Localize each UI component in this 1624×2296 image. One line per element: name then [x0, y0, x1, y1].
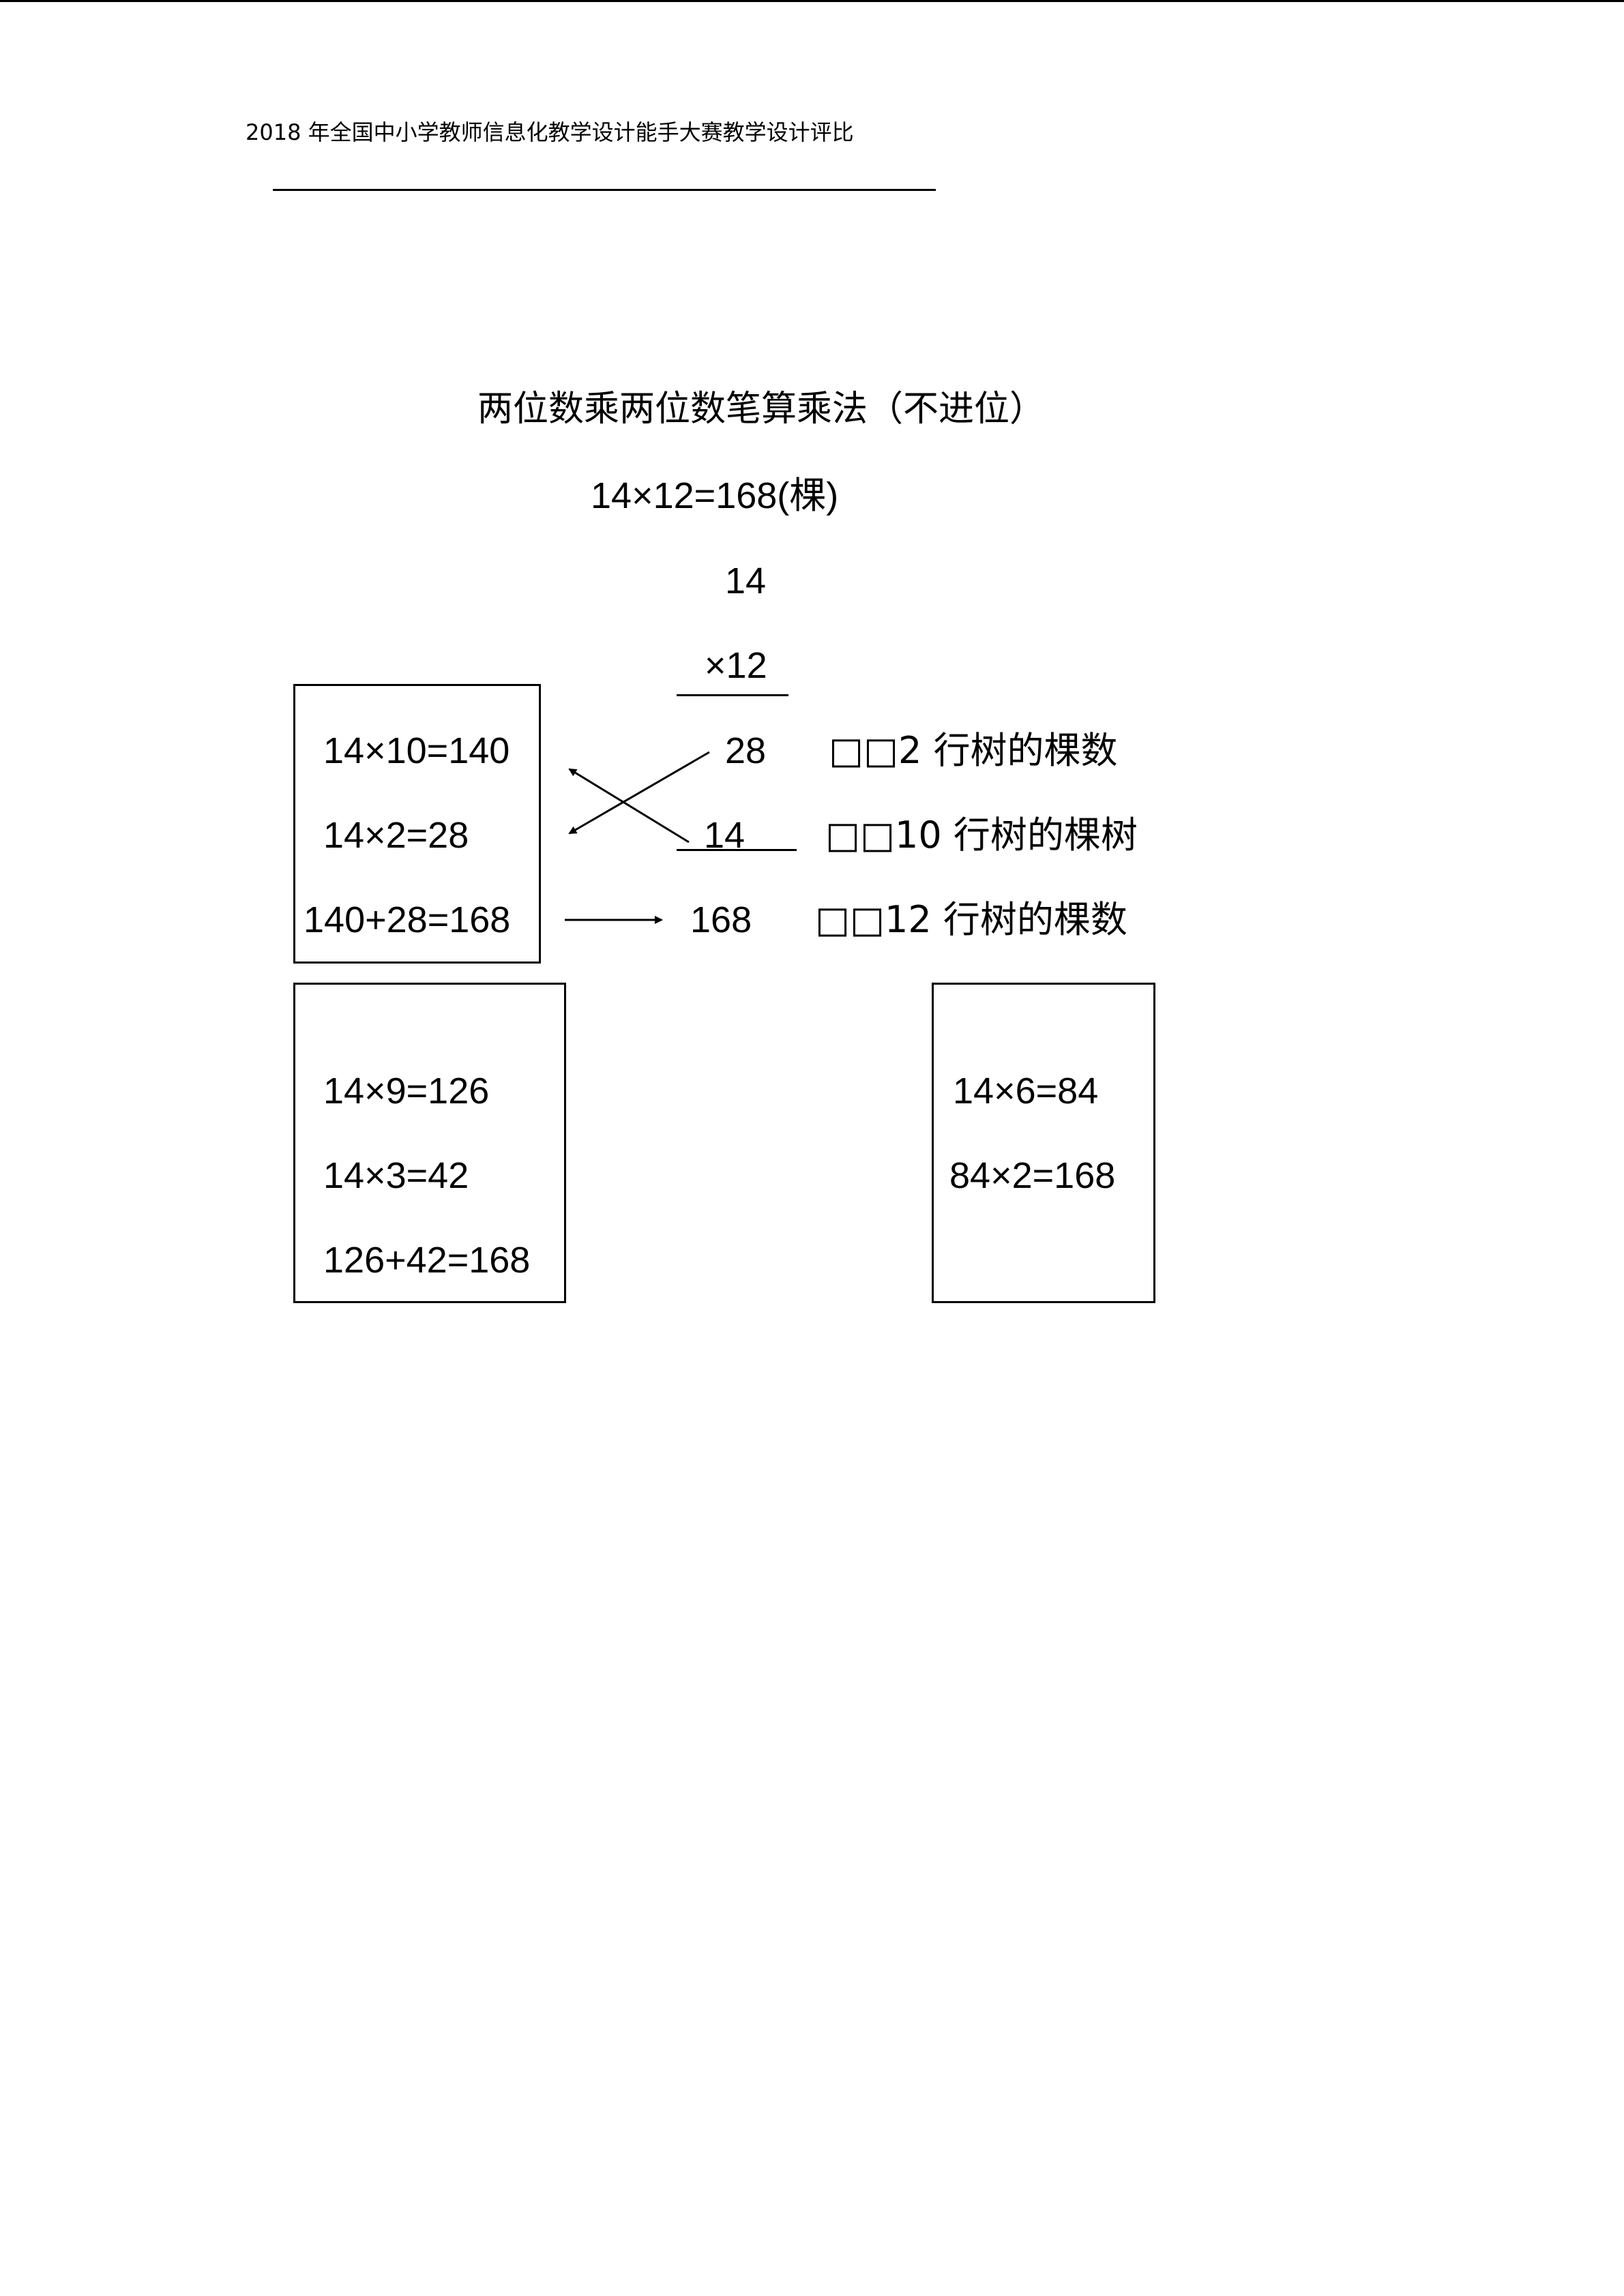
multiplication-rule: [677, 694, 788, 696]
header-rule: [273, 189, 936, 191]
note-row-1: □□2 行树的棵数: [829, 729, 1118, 772]
note-row-2: □□10 行树的棵树: [825, 814, 1138, 856]
right-box-line-2: 84×2=168: [949, 1155, 1116, 1196]
multiplicand: 14: [725, 561, 767, 601]
left-box-line-2: 14×3=42: [323, 1155, 469, 1196]
left-box-line-3: 126+42=168: [323, 1240, 531, 1281]
document-header: 2018 年全国中小学教师信息化教学设计能手大赛教学设计评比: [246, 119, 854, 145]
equation-text: 14×12=168(棵): [591, 475, 839, 516]
alt-method-box-left: [293, 983, 566, 1303]
main-box-line-3: 140+28=168: [304, 899, 511, 940]
main-box-line-1: 14×10=140: [323, 730, 510, 771]
alt-method-box-right: [932, 983, 1155, 1303]
cross-arrow-from-14: [568, 768, 690, 844]
result: 168: [690, 899, 752, 940]
right-box-line-1: 14×6=84: [953, 1071, 1099, 1112]
multiplier: ×12: [705, 645, 767, 686]
note-row-3: □□12 行树的棵数: [815, 898, 1127, 941]
cross-arrow-from-28: [568, 751, 710, 835]
equation: 14×12=168(棵): [591, 472, 838, 520]
page-top-border: [0, 0, 1624, 2]
addition-rule: [677, 849, 797, 851]
main-calc-box: [293, 684, 541, 964]
partial-product-1: 28: [725, 730, 767, 771]
page-title: 两位数乘两位数笔算乘法（不进位）: [477, 389, 1046, 430]
left-box-line-1: 14×9=126: [323, 1071, 490, 1112]
main-box-line-2: 14×2=28: [323, 815, 469, 856]
